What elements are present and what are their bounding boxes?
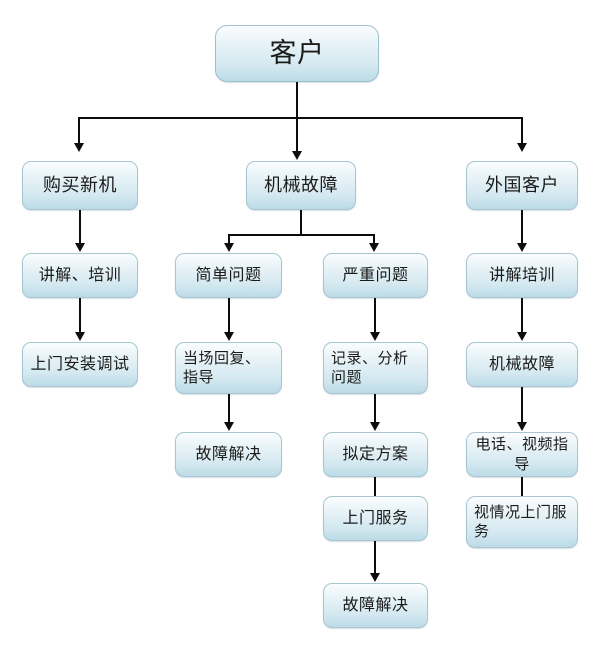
connector-root-to-foreign	[521, 117, 523, 144]
connector-root-to-new	[78, 117, 80, 144]
node-label: 机械故障	[488, 354, 555, 374]
node-label: 简单问题	[195, 265, 262, 285]
arrowhead-foreign-training-to-fault	[517, 332, 527, 341]
node-fault-resolved-severe[interactable]: 故障解决	[323, 583, 428, 628]
connector-fault-stem	[300, 210, 302, 236]
node-label: 故障解决	[342, 595, 409, 615]
node-label: 记录、分析问题	[331, 348, 409, 387]
node-onsite-install-debug[interactable]: 上门安装调试	[22, 342, 138, 387]
node-buy-new-machine[interactable]: 购买新机	[22, 161, 138, 210]
connector-guide-to-conditional-onsite	[521, 477, 523, 506]
arrowhead-new-to-training	[75, 243, 85, 252]
arrowhead-fault-to-simple	[224, 243, 234, 252]
connector-foreign-training-to-fault	[521, 298, 523, 333]
arrowhead-simple-to-reply	[224, 332, 234, 341]
node-onsite-reply-guide[interactable]: 当场回复、指导	[175, 342, 282, 394]
node-label: 讲解、培训	[38, 265, 122, 285]
connector-training-to-install	[79, 298, 81, 333]
connector-record-to-plan	[374, 394, 376, 423]
arrowhead-severe-to-record	[370, 332, 380, 341]
connector-root-bar	[78, 117, 523, 119]
connector-root-stem	[296, 82, 298, 118]
connector-foreign-fault-to-guide	[521, 387, 523, 423]
node-draft-plan[interactable]: 拟定方案	[323, 432, 428, 477]
node-label: 上门安装调试	[30, 354, 130, 374]
node-foreign-customer[interactable]: 外国客户	[466, 161, 578, 210]
node-record-analyze-problem[interactable]: 记录、分析问题	[323, 342, 428, 394]
node-root-customer[interactable]: 客户	[215, 25, 379, 82]
node-fault-resolved-simple[interactable]: 故障解决	[175, 432, 282, 477]
arrowhead-foreign-fault-to-guide	[517, 422, 527, 431]
arrowhead-root-to-foreign	[517, 143, 527, 152]
connector-foreign-to-training	[521, 210, 523, 244]
connector-plan-to-onsite	[374, 477, 376, 506]
node-label: 拟定方案	[342, 444, 409, 464]
node-mechanical-fault[interactable]: 机械故障	[246, 161, 356, 210]
node-label: 购买新机	[43, 174, 117, 196]
node-label: 上门服务	[342, 508, 409, 528]
node-label: 严重问题	[342, 265, 409, 285]
node-label: 故障解决	[195, 444, 262, 464]
connector-root-to-fault	[296, 117, 298, 152]
node-conditional-onsite-service[interactable]: 视情况上门服务	[466, 496, 578, 548]
arrowhead-reply-to-resolved	[224, 422, 234, 431]
arrowhead-fault-to-severe	[369, 243, 379, 252]
arrowhead-root-to-new	[74, 143, 84, 152]
node-label: 视情况上门服务	[474, 502, 568, 541]
arrowhead-training-to-install	[75, 332, 85, 341]
connector-onsite-to-resolved	[374, 541, 376, 574]
node-phone-video-guidance[interactable]: 电话、视频指导	[466, 432, 578, 477]
node-label: 客户	[269, 37, 325, 69]
node-foreign-explain-training[interactable]: 讲解培训	[466, 253, 578, 298]
node-label: 外国客户	[485, 174, 559, 196]
node-label: 讲解培训	[488, 265, 555, 285]
connector-new-to-training	[79, 210, 81, 244]
node-onsite-service[interactable]: 上门服务	[323, 496, 428, 541]
connector-fault-to-severe	[373, 234, 375, 244]
connector-fault-bar	[228, 234, 374, 236]
node-explain-training[interactable]: 讲解、培训	[22, 253, 138, 298]
connector-simple-to-reply	[228, 298, 230, 333]
connector-reply-to-resolved	[228, 394, 230, 423]
connector-fault-to-simple	[228, 234, 230, 244]
arrowhead-onsite-to-resolved	[370, 573, 380, 582]
node-label: 电话、视频指导	[475, 435, 569, 473]
arrowhead-root-to-fault	[292, 151, 302, 160]
node-severe-problem[interactable]: 严重问题	[323, 253, 428, 298]
arrowhead-foreign-to-training	[517, 243, 527, 252]
node-simple-problem[interactable]: 简单问题	[175, 253, 282, 298]
node-foreign-mechanical-fault[interactable]: 机械故障	[466, 342, 578, 387]
node-label: 机械故障	[264, 174, 338, 196]
connector-severe-to-record	[374, 298, 376, 333]
node-label: 当场回复、指导	[183, 348, 261, 387]
arrowhead-record-to-plan	[370, 422, 380, 431]
